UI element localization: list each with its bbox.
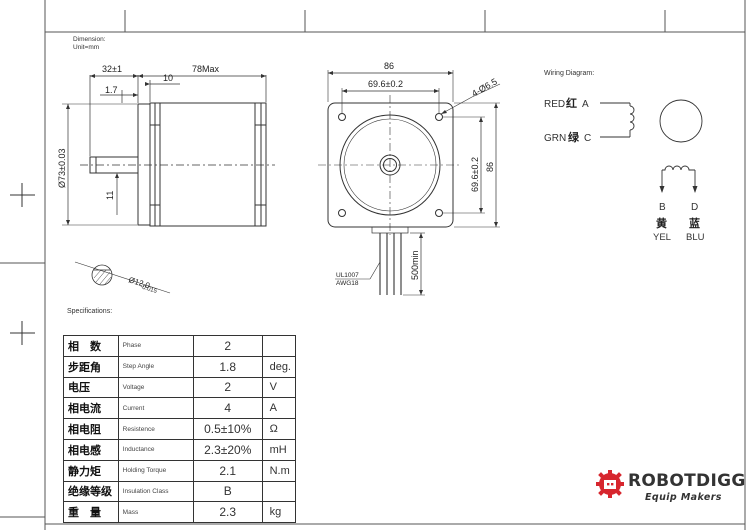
registration-marks (10, 183, 35, 345)
spec-name-zh: 绝缘等级 (63, 480, 119, 503)
spec-name-zh: 相电流 (63, 397, 119, 420)
spec-unit: Ω (261, 418, 297, 440)
cable-length: 500min (410, 250, 420, 280)
spec-value: 2.3±20% (192, 438, 263, 461)
gear-logo-icon (596, 470, 624, 498)
spec-value: 4 (192, 397, 263, 420)
spec-unit: N.m (261, 459, 297, 482)
wire-grn-en: GRN (544, 133, 566, 144)
robotdigg-logo: ROBOTDIGG Equip Makers (595, 469, 745, 519)
motor-side-view (62, 75, 275, 227)
logo-name: ROBOTDIGG (628, 471, 746, 491)
spec-name-en: Holding Torque (117, 459, 194, 482)
dim-1-7: 1.7 (105, 85, 118, 95)
wire-red-zh: 红 (566, 96, 577, 110)
spec-unit: deg. (261, 355, 297, 378)
spec-name-zh: 重 量 (63, 501, 119, 524)
shaft-section (74, 261, 171, 294)
spec-name-en: Voltage (117, 376, 194, 399)
wire-b-letter: B (659, 202, 666, 213)
wire-d-letter: D (691, 202, 698, 213)
wire-blu-zh: 蓝 (689, 216, 700, 230)
spec-unit (261, 335, 297, 357)
dim-69-6-side: 69.6±0.2 (470, 157, 480, 192)
spec-value: 2.3 (192, 501, 263, 524)
logo-tagline: Equip Makers (645, 492, 722, 503)
side-view-arrows (66, 74, 266, 225)
dim-11: 11 (105, 191, 115, 200)
spec-name-en: Insulation Class (117, 480, 194, 503)
front-view-arrows (328, 71, 498, 295)
dim-78max: 78Max (192, 64, 220, 74)
wire-yel-en: YEL (653, 232, 671, 243)
wiring-terminal-arrows (659, 186, 698, 193)
unit-label: Unit=mm (73, 44, 100, 51)
spec-name-en: Inductance (117, 438, 194, 461)
spec-name-zh: 相电感 (63, 438, 119, 461)
spec-value: 2 (192, 335, 263, 357)
spec-name-zh: 相电阻 (63, 418, 119, 440)
wiring-diagram (600, 99, 703, 192)
wiring-title: Wiring Diagram: (544, 70, 594, 77)
dim-73: Ø73±0.03 (57, 149, 67, 188)
spec-name-zh: 静力矩 (63, 459, 119, 482)
spec-unit: A (261, 397, 297, 420)
spec-unit: kg (261, 501, 297, 524)
spec-value: B (192, 480, 263, 503)
hole-spec: 4-Ø6.5 (470, 76, 499, 98)
wire-grn-letter: C (584, 133, 591, 144)
wire-grn-zh: 绿 (568, 130, 580, 144)
shaft-tolerance: -0.015 (139, 284, 158, 295)
spec-name-zh: 相 数 (63, 335, 119, 357)
spec-name-zh: 步距角 (63, 355, 119, 378)
spec-name-en: Phase (117, 335, 194, 357)
dim-10: 10 (163, 73, 173, 83)
spec-name-en: Step Angle (117, 355, 194, 378)
spec-unit: V (261, 376, 297, 399)
dim-86-top: 86 (384, 61, 394, 71)
spec-name-zh: 电压 (63, 376, 119, 399)
dim-69-6-top: 69.6±0.2 (368, 79, 403, 89)
spec-name-en: Current (117, 397, 194, 420)
wire-blu-en: BLU (686, 232, 705, 243)
spec-title: Specifications: (67, 308, 113, 315)
dim-86-side: 86 (485, 162, 495, 172)
spec-value: 2 (192, 376, 263, 399)
spec-unit (261, 480, 297, 503)
cable-spec-1: UL1007 (336, 272, 359, 279)
motor-front-view (318, 70, 501, 296)
dim-32: 32±1 (102, 64, 122, 74)
spec-value: 0.5±10% (192, 418, 263, 440)
wire-red-en: RED (544, 99, 565, 110)
spec-name-en: Resistence (117, 418, 194, 440)
wire-yel-zh: 黄 (656, 216, 667, 230)
dimension-title: Dimension: (73, 36, 106, 43)
spec-value: 2.1 (192, 459, 263, 482)
spec-value: 1.8 (192, 355, 263, 378)
cable-spec-2: AWG18 (336, 280, 359, 287)
spec-name-en: Mass (117, 501, 194, 524)
wire-red-letter: A (582, 99, 589, 110)
spec-unit: mH (261, 438, 297, 461)
